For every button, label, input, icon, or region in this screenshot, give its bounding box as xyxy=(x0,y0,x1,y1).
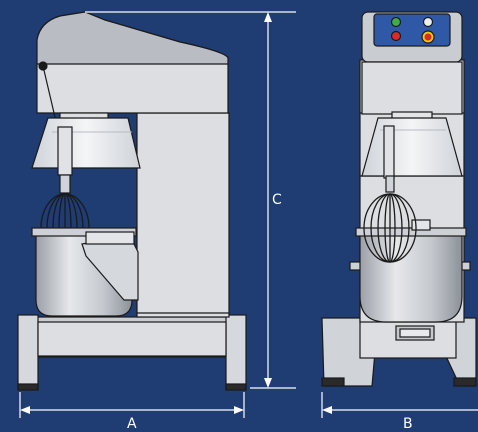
dimension-a-label: A xyxy=(127,416,137,432)
side-column xyxy=(136,112,230,318)
dimension-b-label: B xyxy=(403,416,413,432)
front-bowl xyxy=(349,219,471,323)
front-base xyxy=(321,317,477,387)
front-whisk xyxy=(363,193,417,263)
side-guard xyxy=(31,117,141,169)
dimension-c-label: C xyxy=(272,192,282,208)
side-base xyxy=(17,314,247,391)
side-bowl xyxy=(31,227,139,317)
side-view xyxy=(17,11,247,391)
control-panel-icon xyxy=(361,11,463,63)
dimension-lines xyxy=(19,11,478,418)
front-guard xyxy=(361,117,463,177)
front-view xyxy=(321,11,477,387)
